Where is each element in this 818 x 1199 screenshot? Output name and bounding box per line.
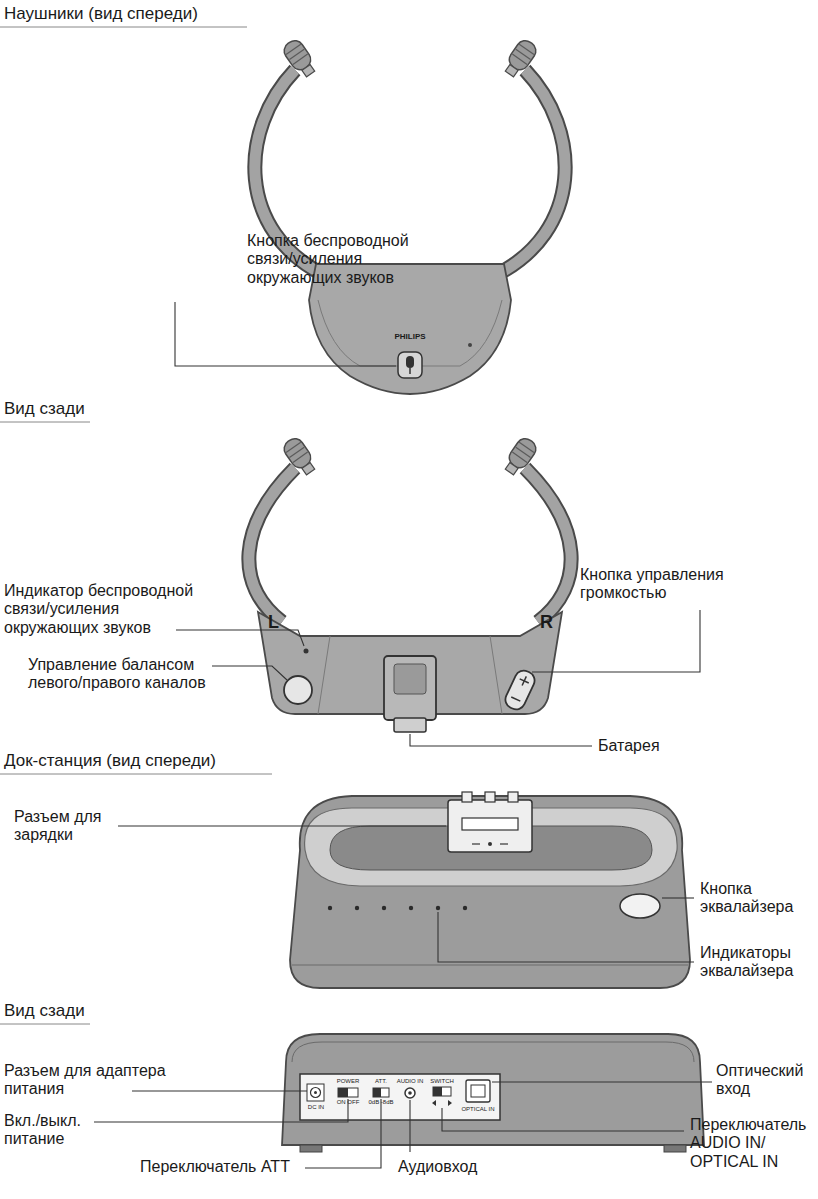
panel-marking: 0dB -8dB (368, 1099, 393, 1105)
section-heading: Вид сзади (4, 399, 85, 419)
part-label: Разъем для зарядки (14, 808, 126, 845)
channel-mark: R (540, 612, 553, 633)
part-label: Переключатель AUDIO IN/ OPTICAL IN (690, 1116, 814, 1171)
part-label: Кнопка эквалайзера (700, 880, 812, 917)
part-label: Переключатель ATT (140, 1158, 290, 1176)
part-label: Вкл./выкл. питание (4, 1112, 104, 1149)
panel-marking: OPTICAL IN (461, 1106, 494, 1112)
heading-rule (0, 27, 272, 1024)
part-label: Аудиовход (398, 1158, 477, 1176)
part-label: Кнопка управления громкостью (580, 566, 750, 603)
brand-mark: PHILIPS (394, 333, 425, 341)
panel-marking: AUDIO IN (397, 1078, 424, 1084)
headphones-back (249, 435, 571, 732)
panel-marking: DC IN (308, 1104, 324, 1110)
part-label: Индикатор беспроводной связи/усиления ок… (4, 582, 216, 637)
panel-marking: SWITCH (430, 1078, 454, 1084)
part-label: Кнопка беспроводной связи/усиления окруж… (247, 232, 429, 287)
panel-marking: ATT. (375, 1078, 387, 1084)
section-heading: Док-станция (вид спереди) (4, 751, 216, 771)
part-label: Оптический вход (716, 1062, 814, 1099)
panel-marking: POWER (337, 1078, 360, 1084)
panel-marking: ON OFF (337, 1099, 360, 1105)
dock-back (282, 1034, 704, 1152)
section-heading: Вид сзади (4, 1001, 85, 1021)
channel-mark: L (268, 612, 279, 633)
headphones-front (255, 37, 565, 394)
dock-front (290, 792, 690, 988)
leader-line (94, 302, 712, 1168)
part-label: Управление балансом левого/правого канал… (28, 656, 240, 693)
section-heading: Наушники (вид спереди) (4, 4, 198, 24)
part-label: Батарея (598, 737, 660, 755)
part-label: Индикаторы эквалайзера (700, 944, 812, 981)
part-label: Разъем для адаптера питания (4, 1062, 184, 1099)
equalizer-indicator (328, 906, 467, 910)
